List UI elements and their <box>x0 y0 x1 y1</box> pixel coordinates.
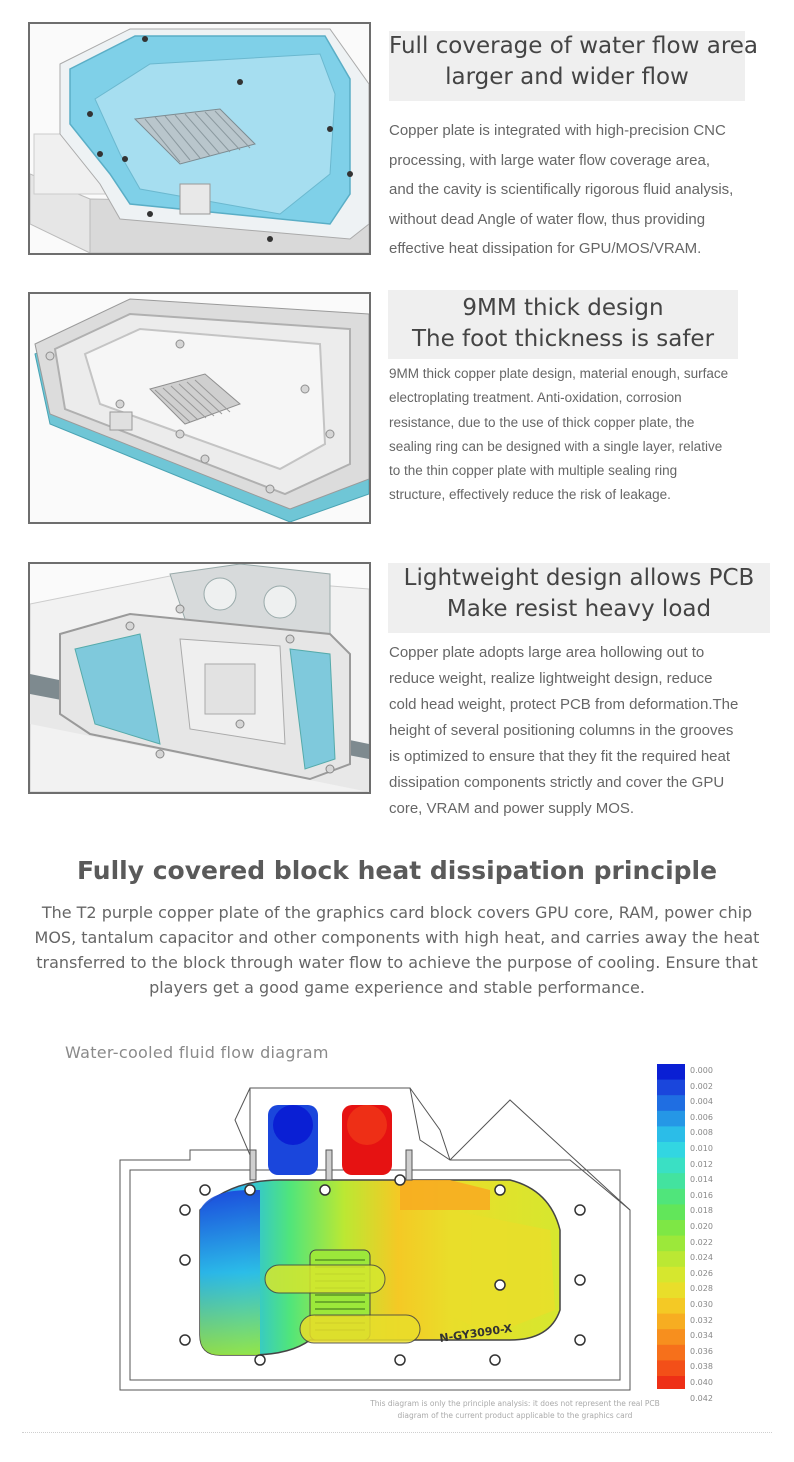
legend-swatch <box>657 1188 685 1205</box>
legend-swatch <box>657 1360 685 1377</box>
diagram-title: Water-cooled fluid flow diagram <box>65 1043 329 1062</box>
feature-body-line: Copper plate adopts large area hollowing… <box>389 644 705 661</box>
legend-swatch <box>657 1173 685 1190</box>
legend-swatch <box>657 1313 685 1330</box>
feature-title-lightweight: Lightweight design allows PCB Make resis… <box>388 563 770 633</box>
feature-body-water-flow: Copper plate is integrated with high-pre… <box>389 116 789 264</box>
legend-value-label: 0.006 <box>690 1112 713 1122</box>
legend-swatch <box>657 1142 685 1159</box>
legend-value-label: 0.012 <box>690 1159 713 1169</box>
principle-heading: Fully covered block heat dissipation pri… <box>76 856 718 885</box>
legend-swatch <box>657 1064 685 1081</box>
legend-value-label: 0.030 <box>690 1300 713 1309</box>
feature-body-line: reduce weight, realize lightweight desig… <box>389 670 713 687</box>
legend-swatch <box>657 1157 685 1174</box>
legend-swatch <box>657 1344 685 1361</box>
feature-title-water-flow: Full coverage of water flow area larger … <box>389 31 759 101</box>
legend-value-label: 0.014 <box>690 1175 713 1185</box>
legend-value-label: 0.016 <box>690 1190 713 1200</box>
flow-legend-bar <box>657 1064 685 1389</box>
legend-value-label: 0.024 <box>690 1253 713 1263</box>
feature-body-line: effective heat dissipation for GPU/MOS/V… <box>389 240 702 257</box>
legend-value-label: 0.000 <box>690 1066 713 1075</box>
legend-value-label: 0.026 <box>690 1268 713 1278</box>
feature-body-line: is optimized to ensure that they fit the… <box>389 748 731 765</box>
legend-swatch <box>657 1376 685 1389</box>
legend-value-label: 0.022 <box>690 1237 713 1247</box>
legend-swatch <box>657 1329 685 1346</box>
feature-body-line: cold head weight, protect PCB from defor… <box>389 696 739 713</box>
principle-description: The T2 purple copper plate of the graphi… <box>24 900 770 1000</box>
legend-swatch <box>657 1220 685 1237</box>
fluid-flow-diagram: N-GY3090-X <box>119 1087 631 1391</box>
feature-body-line: structure, effectively reduce the risk o… <box>389 487 671 503</box>
legend-swatch <box>657 1204 685 1221</box>
feature-title-line: Lightweight design allows PCB <box>403 565 755 591</box>
feature-body-line: height of several positioning columns in… <box>389 722 734 739</box>
legend-value-label: 0.004 <box>690 1097 713 1107</box>
feature-title-line: 9MM thick design <box>462 295 664 321</box>
feature-body-line: 9MM thick copper plate design, material … <box>389 366 729 381</box>
legend-value-label: 0.018 <box>690 1206 713 1216</box>
legend-swatch <box>657 1235 685 1252</box>
legend-swatch <box>657 1266 685 1283</box>
principle-desc-line: transferred to the block through water f… <box>36 953 758 972</box>
feature-body-line: core, VRAM and power supply MOS. <box>389 800 635 817</box>
legend-value-label: 0.038 <box>690 1362 713 1372</box>
feature-body-line: resistance, due to the use of thick copp… <box>389 414 695 430</box>
feature-body-line: without dead Angle of water flow, thus p… <box>389 210 706 228</box>
feature-body-line: sealing ring can be designed with a sing… <box>389 438 723 454</box>
legend-value-label: 0.036 <box>690 1346 713 1356</box>
feature-body-line: and the cavity is scientifically rigorou… <box>389 181 734 198</box>
feature-title-line: Make resist heavy load <box>446 596 712 622</box>
legend-value-label: 0.040 <box>690 1378 713 1387</box>
feature-title-thick-design: 9MM thick design The foot thickness is s… <box>388 290 738 359</box>
backplate-illustration <box>30 564 369 792</box>
principle-desc-line: The T2 purple copper plate of the graphi… <box>41 903 753 922</box>
water-block-top-illustration <box>30 28 369 253</box>
principle-desc-line: MOS, tantalum capacitor and other compon… <box>34 928 760 947</box>
feature-body-thick-design: 9MM thick copper plate design, material … <box>389 362 789 508</box>
feature-title-line: larger and wider flow <box>445 64 689 90</box>
feature-title-line: The foot thickness is safer <box>411 326 715 352</box>
legend-value-label: 0.008 <box>690 1128 713 1138</box>
legend-value-label: 0.020 <box>690 1222 713 1231</box>
feature-image-water-flow <box>28 22 371 255</box>
feature-body-line: processing, with large water flow covera… <box>389 151 710 169</box>
legend-swatch <box>657 1095 685 1112</box>
feature-image-lightweight <box>28 562 371 794</box>
legend-value-label: 0.042 <box>690 1393 713 1403</box>
legend-swatch <box>657 1251 685 1268</box>
principle-desc-line: players get a good game experience and s… <box>149 978 645 997</box>
feature-body-line: to the thin copper plate with multiple s… <box>389 463 678 479</box>
footnote-line: This diagram is only the principle analy… <box>370 1399 660 1408</box>
legend-swatch <box>657 1298 685 1315</box>
feature-body-line: dissipation components strictly and cove… <box>389 774 725 791</box>
feature-title-line: Full coverage of water flow area <box>389 33 759 59</box>
legend-value-label: 0.032 <box>690 1315 713 1325</box>
legend-value-label: 0.028 <box>690 1284 713 1294</box>
legend-swatch <box>657 1126 685 1143</box>
feature-image-thick-design <box>28 292 371 524</box>
legend-value-label: 0.002 <box>690 1081 713 1091</box>
legend-value-label: 0.034 <box>690 1331 713 1341</box>
section-divider <box>22 1432 772 1433</box>
legend-swatch <box>657 1282 685 1299</box>
footnote-line: diagram of the current product applicabl… <box>397 1411 633 1420</box>
legend-swatch <box>657 1079 685 1096</box>
feature-body-line: electroplating treatment. Anti-oxidation… <box>389 390 682 406</box>
feature-body-line: Copper plate is integrated with high-pre… <box>389 122 726 139</box>
copper-plate-illustration <box>34 298 369 522</box>
diagram-footnote: This diagram is only the principle analy… <box>330 1398 700 1422</box>
legend-value-label: 0.010 <box>690 1144 713 1153</box>
legend-swatch <box>657 1110 685 1127</box>
feature-body-lightweight: Copper plate adopts large area hollowing… <box>389 640 789 822</box>
